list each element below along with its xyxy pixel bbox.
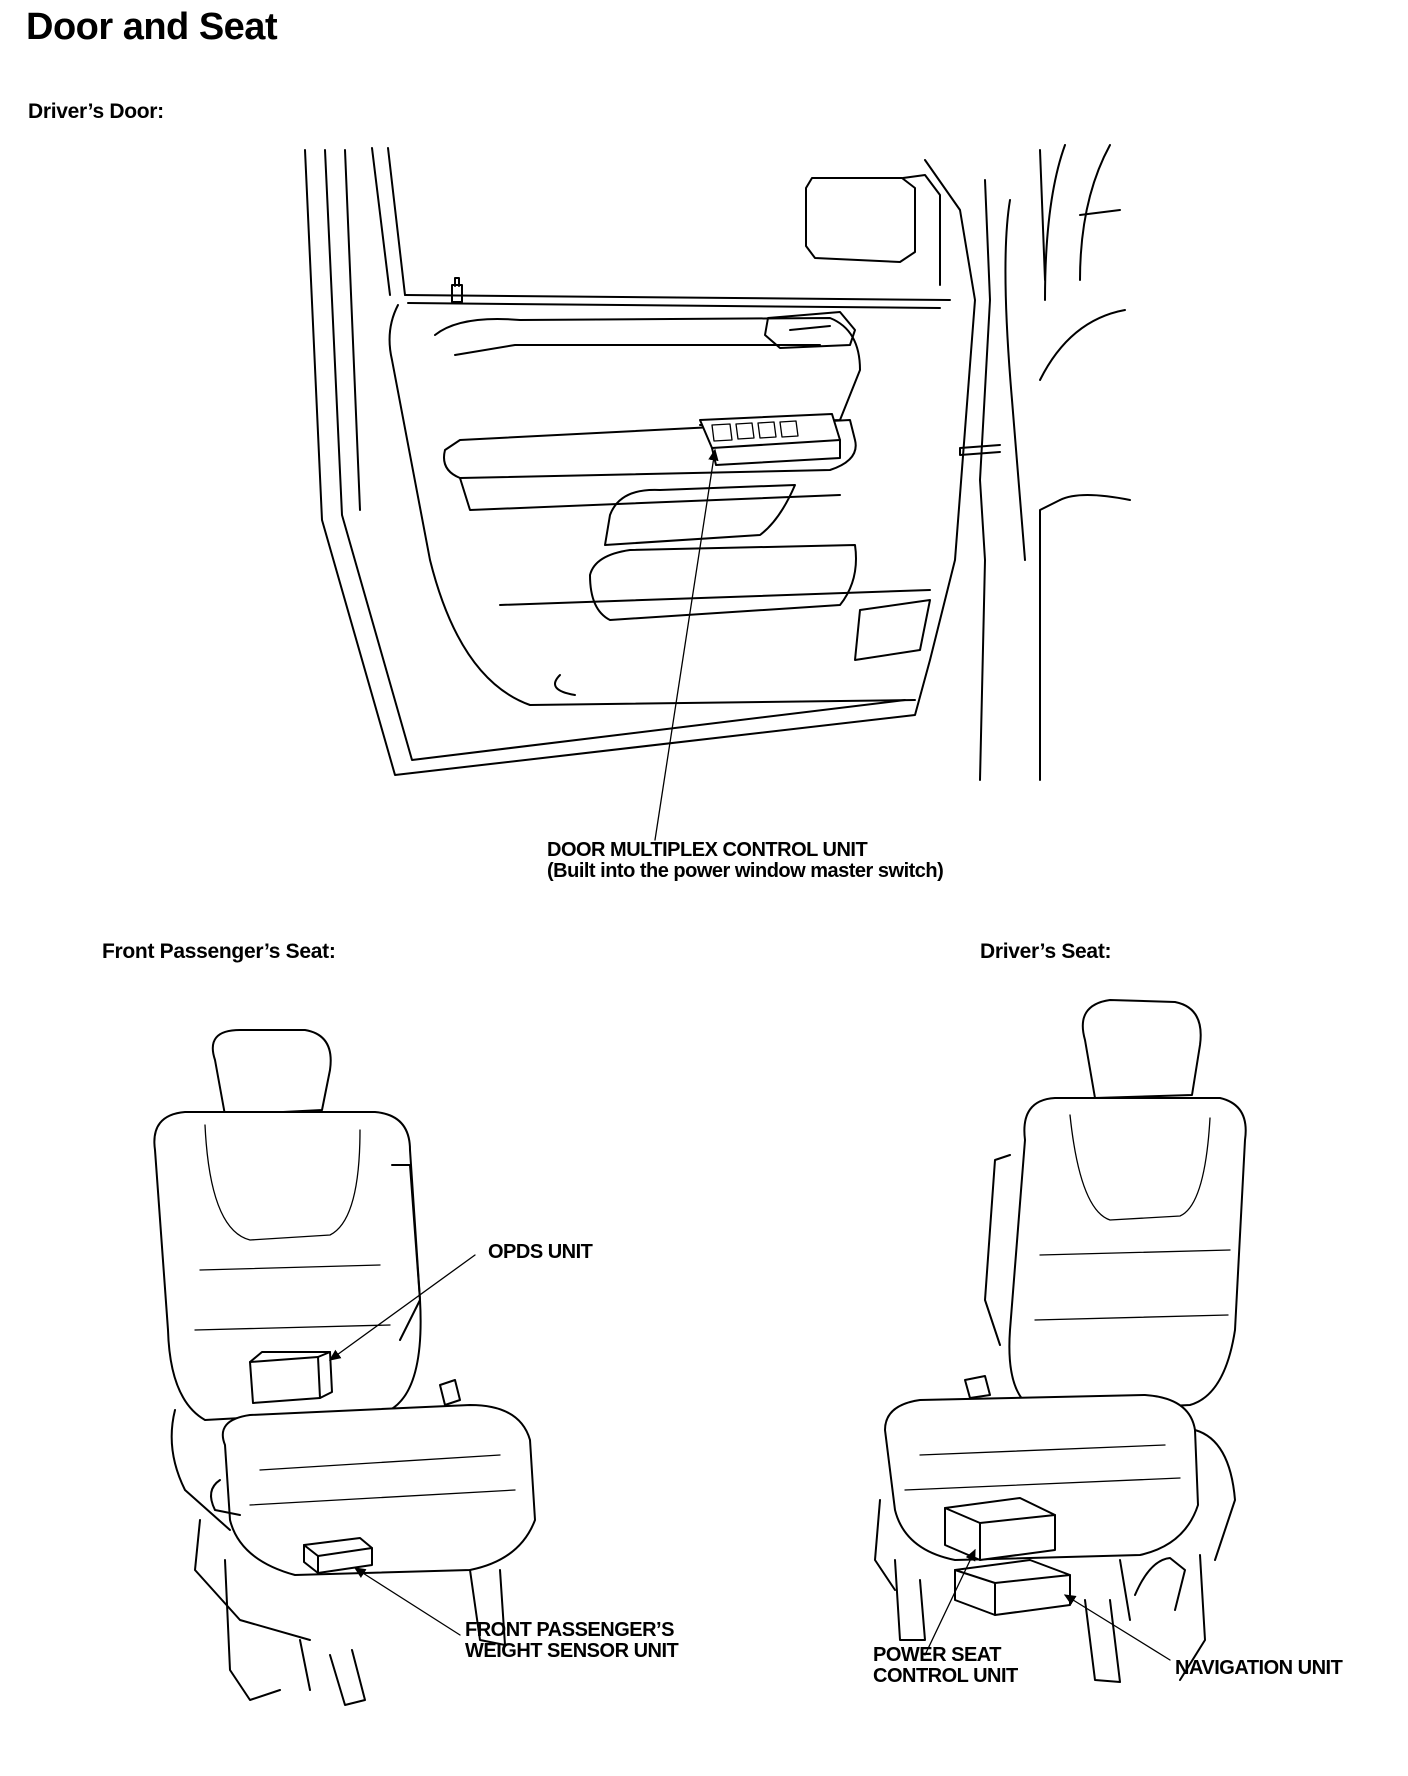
- weight-sensor-callout: FRONT PASSENGER’S WEIGHT SENSOR UNIT: [465, 1619, 679, 1662]
- door-multiplex-label: DOOR MULTIPLEX CONTROL UNIT: [547, 839, 868, 861]
- opds-unit-label: OPDS UNIT: [488, 1241, 593, 1263]
- weight-sensor-label: FRONT PASSENGER’S: [465, 1619, 674, 1641]
- front-passenger-seat-heading: Front Passenger’s Seat:: [102, 940, 336, 963]
- door-multiplex-sublabel: (Built into the power window master swit…: [547, 860, 944, 882]
- power-seat-callout: POWER SEAT CONTROL UNIT: [873, 1645, 1018, 1687]
- power-seat-sublabel: CONTROL UNIT: [873, 1665, 1018, 1687]
- door-multiplex-callout: DOOR MULTIPLEX CONTROL UNIT (Built into …: [547, 839, 944, 882]
- power-seat-label: POWER SEAT: [873, 1644, 1001, 1666]
- drivers-seat-heading: Driver’s Seat:: [980, 940, 1112, 963]
- drivers-door-heading: Driver’s Door:: [28, 100, 164, 123]
- weight-sensor-sublabel: WEIGHT SENSOR UNIT: [465, 1640, 679, 1662]
- page-title: Door and Seat: [26, 6, 278, 48]
- navigation-unit-label: NAVIGATION UNIT: [1175, 1657, 1343, 1679]
